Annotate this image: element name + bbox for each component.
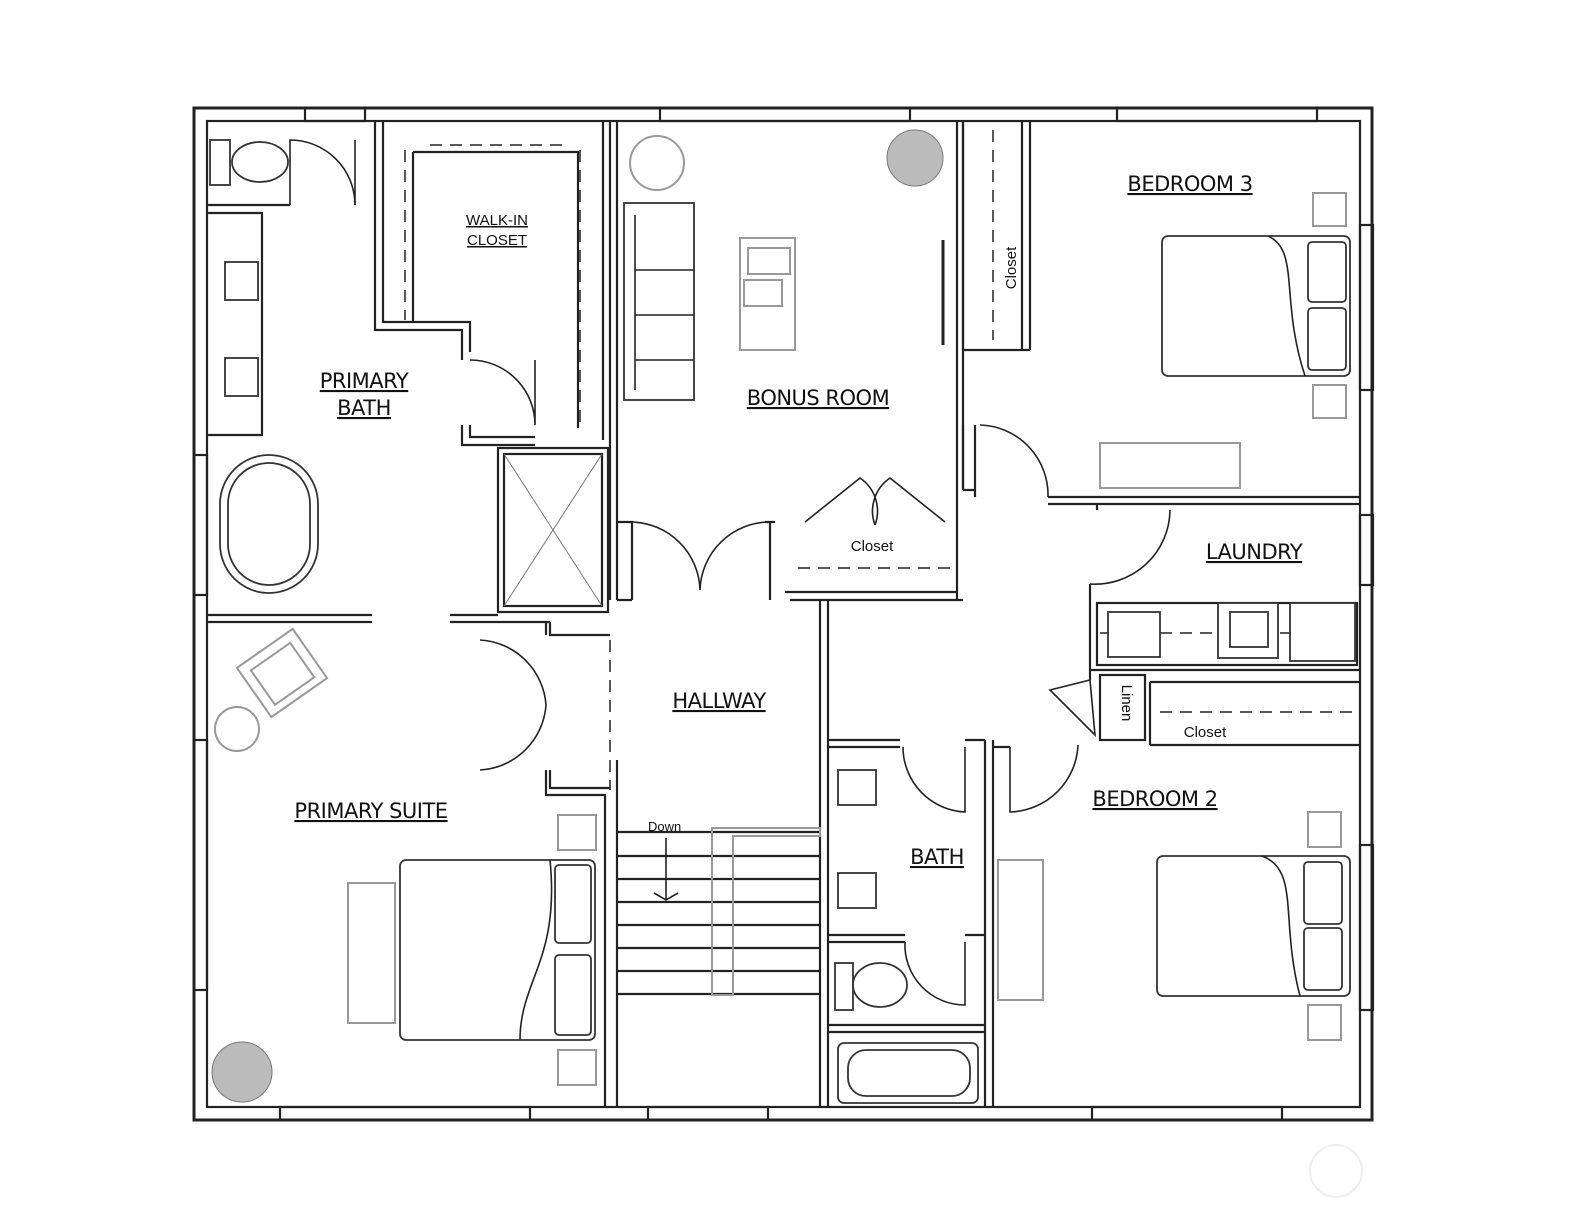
bath-label: BATH — [910, 845, 964, 869]
exterior-walls — [192, 106, 1375, 1122]
interior-walls — [207, 121, 1360, 1107]
room-labels: PRIMARY BATH WALK-IN CLOSET BONUS ROOM B… — [294, 172, 1303, 869]
bedroom-3-label: BEDROOM 3 — [1127, 172, 1252, 196]
linen-label: Linen — [1118, 685, 1135, 722]
hallway-label: HALLWAY — [672, 689, 766, 713]
laundry-label: LAUNDRY — [1206, 540, 1303, 564]
furniture — [209, 129, 1356, 1104]
hall-closet-label: Closet — [1184, 724, 1227, 741]
primary-suite-label: PRIMARY SUITE — [294, 799, 447, 823]
watermark-logo — [1309, 1144, 1363, 1198]
walk-in-closet-label-1: WALK-IN — [466, 212, 528, 229]
primary-bath-label-2: BATH — [337, 396, 391, 420]
bedroom-2-label: BEDROOM 2 — [1092, 787, 1217, 811]
bonus-room-label: BONUS ROOM — [747, 386, 889, 410]
bedroom-3-closet-label: Closet — [1003, 246, 1020, 289]
doors — [289, 139, 1171, 1006]
walk-in-closet-label-2: CLOSET — [467, 232, 527, 249]
stairs-down-label: Down — [648, 819, 681, 834]
primary-bath-label-1: PRIMARY — [320, 369, 409, 393]
staircase: Down — [617, 819, 821, 996]
plant-icon — [886, 129, 944, 187]
openings — [404, 130, 1355, 790]
bonus-closet-label: Closet — [851, 538, 894, 555]
plant-icon — [211, 1041, 273, 1103]
